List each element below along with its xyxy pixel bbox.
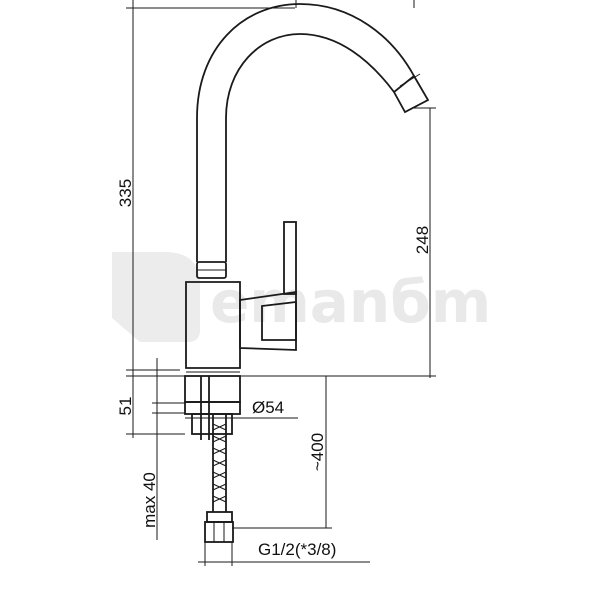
faucet-spout bbox=[196, 3, 430, 262]
hose-nut bbox=[204, 511, 234, 543]
dimension-label-base-height: 51 bbox=[116, 397, 135, 416]
dimension-label-base-diameter: Ø54 bbox=[252, 398, 284, 417]
faucet-base bbox=[184, 375, 241, 440]
dimension-overall-height: 335 bbox=[116, 0, 295, 376]
watermark-logo-mark bbox=[112, 252, 200, 342]
dimension-base-height: 51 bbox=[116, 375, 185, 438]
supply-hose bbox=[212, 414, 227, 512]
dimension-base-diameter: Ø54 bbox=[185, 398, 298, 419]
dimension-max-thickness: max 40 bbox=[140, 358, 185, 540]
spout-aerator bbox=[392, 74, 430, 114]
dimension-label-overall-height: 335 bbox=[116, 179, 135, 207]
faucet-handle bbox=[239, 221, 297, 351]
watermark: emanбm bbox=[112, 252, 491, 342]
dimension-label-connection: G1/2(*3/8) bbox=[258, 540, 336, 559]
dimension-spout-height: 248 bbox=[240, 0, 436, 378]
faucet-body bbox=[185, 281, 241, 373]
watermark-text: emanбm bbox=[210, 268, 491, 336]
dimension-connection: G1/2(*3/8) bbox=[198, 540, 370, 566]
dimension-label-spout-height: 248 bbox=[413, 226, 432, 254]
dimension-hose-length: ~400 bbox=[232, 376, 332, 529]
dimension-label-max-thickness: max 40 bbox=[140, 472, 159, 528]
dimension-label-hose-length: ~400 bbox=[308, 433, 327, 471]
